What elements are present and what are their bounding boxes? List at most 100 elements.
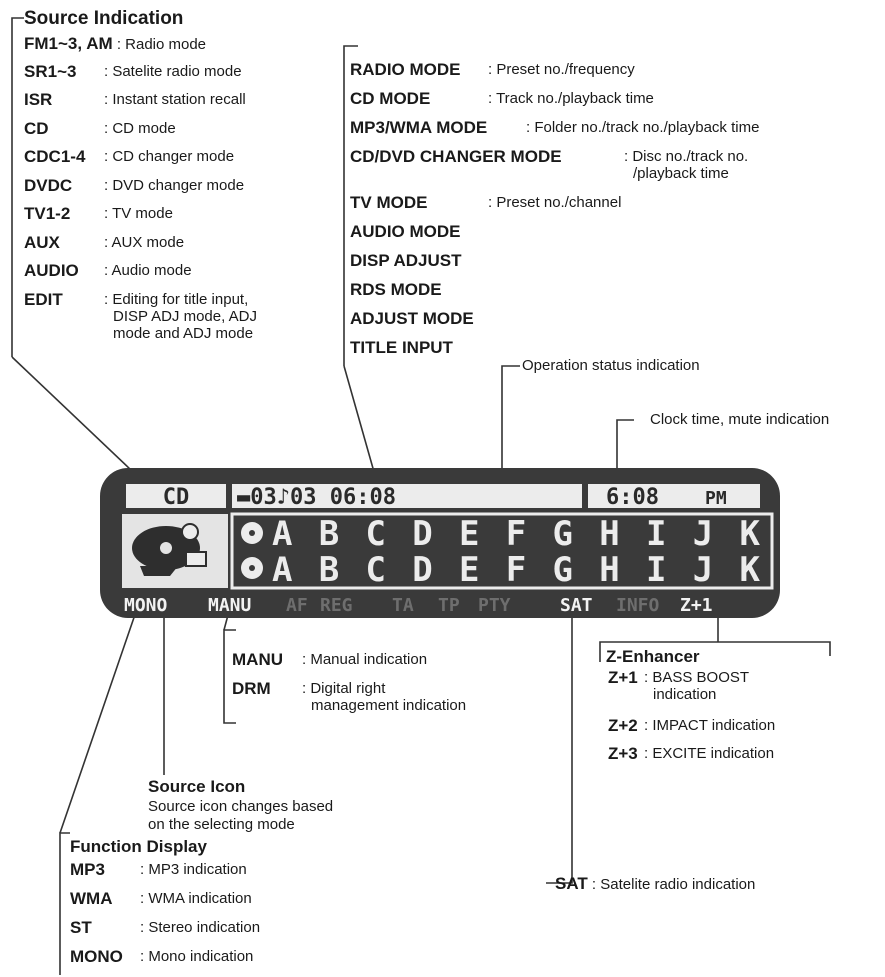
source-desc-line: : Editing for title input, <box>104 291 249 308</box>
manual-desc: : Digital right management indication <box>302 680 466 714</box>
indicator-info: INFO <box>616 595 660 616</box>
mode-key: ADJUST MODE <box>350 309 474 328</box>
track-info: ▬03♪03 06:08 <box>237 485 396 510</box>
z-key: Z+3 <box>608 744 638 763</box>
function-desc: : MP3 indication <box>140 861 247 878</box>
track-info-box <box>232 484 582 508</box>
z-item: Z+1 : BASS BOOST indication <box>608 668 868 708</box>
source-desc-line: DISP ADJ mode, ADJ <box>113 308 257 325</box>
mode-key: RDS MODE <box>350 280 442 299</box>
source-desc: : DVD changer mode <box>104 177 245 194</box>
source-desc: : Satelite radio mode <box>104 63 242 80</box>
indicator-tp: TP <box>438 595 460 616</box>
indicator-mono: MONO <box>124 595 168 616</box>
source-icon-title: Source Icon <box>148 777 246 796</box>
source-key: CDC1-4 <box>24 147 86 166</box>
function-item: MP3 : MP3 indication <box>70 860 330 882</box>
source-item: TV1-2 : TV mode <box>24 204 324 226</box>
indicator-ta: TA <box>392 595 414 616</box>
mode-item: CD MODE : Track no./playback time <box>350 89 870 111</box>
source-icon-desc-line: on the selecting mode <box>148 816 295 833</box>
mode-key: AUDIO MODE <box>350 222 461 241</box>
source-item: ISR : Instant station recall <box>24 90 324 112</box>
z-enhancer-title: Z-Enhancer <box>606 647 700 666</box>
function-key: MP3 <box>70 860 105 879</box>
mode-desc: : Folder no./track no./playback time <box>526 119 760 136</box>
source-item: CD : CD mode <box>24 119 324 141</box>
source-item: AUDIO : Audio mode <box>24 261 324 283</box>
function-key: WMA <box>70 889 113 908</box>
manual-desc-line: : Digital right <box>302 680 386 697</box>
mode-key: CD MODE <box>350 89 431 108</box>
source-item: CDC1-4 : CD changer mode <box>24 147 324 169</box>
source-item: EDIT : Editing for title input, DISP ADJ… <box>24 290 324 350</box>
function-desc: : Stereo indication <box>140 919 261 936</box>
mode-item: MP3/WMA MODE : Folder no./track no./play… <box>350 118 870 140</box>
z-key: Z+1 <box>608 668 638 687</box>
z-desc: : IMPACT indication <box>644 717 776 734</box>
mode-desc-line: : Disc no./track no. <box>624 148 749 165</box>
z-item: Z+2 : IMPACT indication <box>608 716 868 738</box>
source-key: ISR <box>24 90 53 109</box>
function-item: MONO : Mono indication <box>70 947 330 969</box>
operation-status-callout: Operation status indication <box>522 357 700 374</box>
clock-box <box>588 484 760 508</box>
mode-item: TV MODE : Preset no./channel <box>350 193 870 215</box>
source-key: SR1~3 <box>24 62 77 81</box>
manual-key: MANU <box>232 650 283 669</box>
source-label: CD <box>163 485 190 510</box>
source-desc-line: mode and ADJ mode <box>113 325 254 342</box>
function-desc: : WMA indication <box>140 890 252 907</box>
mode-item: RADIO MODE : Preset no./frequency <box>350 60 870 82</box>
source-key: TV1-2 <box>24 204 71 223</box>
mode-key: DISP ADJUST <box>350 251 462 270</box>
source-icon-desc-line: Source icon changes based <box>148 798 334 815</box>
source-desc: : Instant station recall <box>104 91 246 108</box>
source-key: CD <box>24 119 49 138</box>
source-desc: : TV mode <box>104 205 173 222</box>
sat-key: SAT <box>555 874 588 893</box>
mode-key: TV MODE <box>350 193 428 212</box>
mode-desc: : Preset no./frequency <box>488 61 635 78</box>
source-key: AUDIO <box>24 261 79 280</box>
manual-item: MANU : Manual indication <box>232 650 532 672</box>
head-unit-display: CD ▬03♪03 06:08 6:08 PM ABCDEFGHIJK ABCD… <box>100 468 780 618</box>
manual-key: DRM <box>232 679 271 698</box>
function-desc: : Mono indication <box>140 948 254 965</box>
source-desc: : CD changer mode <box>104 148 235 165</box>
source-item: SR1~3 : Satelite radio mode <box>24 62 324 84</box>
text-panel <box>230 512 774 590</box>
source-desc: : CD mode <box>104 120 176 137</box>
mode-item: CD/DVD CHANGER MODE : Disc no./track no.… <box>350 147 870 189</box>
mode-key: MP3/WMA MODE <box>350 118 488 137</box>
z-desc: : BASS BOOST indication <box>644 669 749 703</box>
source-indication-title: Source Indication <box>24 8 184 29</box>
source-desc: : Audio mode <box>104 262 192 279</box>
source-box <box>126 484 226 508</box>
source-indication-block: Source Indication <box>24 8 324 30</box>
indicator-pty: PTY <box>478 595 511 616</box>
disc-icon <box>132 523 207 576</box>
mode-key: CD/DVD CHANGER MODE <box>350 147 562 166</box>
mode-desc: : Track no./playback time <box>488 90 654 107</box>
mode-key: RADIO MODE <box>350 60 461 79</box>
clock-callout: Clock time, mute indication <box>650 411 830 428</box>
mode-key: TITLE INPUT <box>350 338 453 357</box>
indicator-af: AF <box>286 595 308 616</box>
source-item: FM1~3, AM : Radio mode <box>24 34 206 54</box>
z-desc-line: : BASS BOOST <box>644 669 750 686</box>
source-key: EDIT <box>24 290 63 309</box>
manual-desc-line: management indication <box>311 697 467 714</box>
source-desc: : Editing for title input, DISP ADJ mode… <box>104 291 257 342</box>
clock-ampm: PM <box>705 488 727 509</box>
clock-time: 6:08 <box>606 485 659 510</box>
function-display-title: Function Display <box>70 837 207 856</box>
source-icon-desc: Source icon changes based on the selecti… <box>148 798 333 834</box>
source-item: AUX : AUX mode <box>24 233 324 255</box>
function-key: ST <box>70 918 92 937</box>
z-item: Z+3 : EXCITE indication <box>608 744 868 766</box>
indicator-sat: SAT <box>560 595 593 616</box>
z-key: Z+2 <box>608 716 638 735</box>
manual-item: DRM : Digital right management indicatio… <box>232 679 532 721</box>
z-desc-line: indication <box>653 686 717 703</box>
